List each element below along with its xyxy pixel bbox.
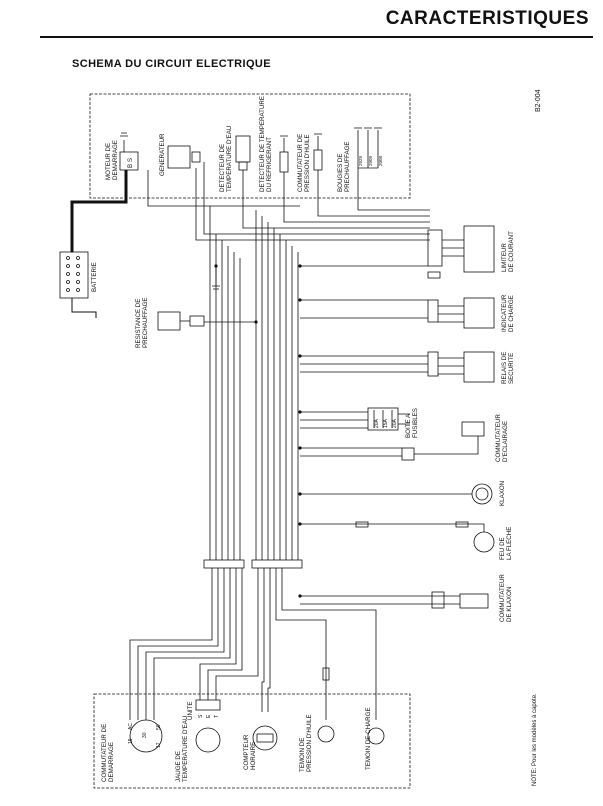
- ref-code: B2-004: [535, 89, 542, 112]
- label-starter-2: DEMARRAGE: [112, 140, 119, 180]
- label-resistance-1: RESISTANCE DE: [135, 299, 142, 348]
- junction-dots: [214, 264, 302, 598]
- label-glow-plugs-1: BOUGIES DE: [337, 153, 344, 192]
- label-charge-lamp: TEMOIN DE CHARGE: [365, 707, 372, 770]
- label-water-detector-1: DETECTEUR DE: [219, 144, 226, 192]
- dash-panel-box: [93, 693, 411, 789]
- coolant-temp-detector: [279, 151, 289, 173]
- oil-warning-lamp: [317, 725, 335, 743]
- label-hour-meter-1: COMPTEUR: [243, 734, 250, 770]
- label-relay-2: SECURITE: [508, 353, 515, 384]
- battery: [59, 251, 89, 299]
- glow-resistance: [157, 311, 181, 331]
- battery-cable: [70, 170, 128, 252]
- label-limiter-1: LIMITEUR: [501, 243, 508, 272]
- horn-switch: [459, 593, 489, 609]
- current-limiter: [463, 225, 495, 273]
- label-fuse-rating-3: 20A: [392, 418, 398, 428]
- label-starter-terminals: B S: [127, 158, 134, 168]
- ground-cable: [71, 298, 97, 318]
- label-gauge-pin-t: T: [214, 715, 220, 718]
- label-oil-lamp-2: PRESSION D'HUILE: [306, 714, 313, 772]
- label-water-detector-2: TEMPERATURE D'EAU: [226, 126, 233, 192]
- charge-warning-lamp: [367, 727, 385, 745]
- title-rule: [40, 36, 593, 38]
- charge-indicator: [463, 297, 495, 329]
- water-temp-detector: [235, 135, 251, 163]
- water-temp-gauge: [195, 727, 221, 753]
- label-arrow-light-1: FEU DE: [499, 537, 506, 560]
- battery-cells: [66, 256, 80, 292]
- page-title: CARACTERISTIQUES: [385, 8, 589, 29]
- label-coolant-detector-2: DU REFRIGERANT: [266, 137, 273, 192]
- label-gauge-pin-s: S: [198, 714, 204, 718]
- label-ign-pin-17: 17: [156, 742, 162, 748]
- label-glow-mark-3: 2008: [378, 155, 383, 166]
- label-starter-1: MOTEUR DE: [105, 143, 112, 180]
- safety-relay: [463, 351, 495, 383]
- label-battery: BATTERIE: [91, 262, 98, 292]
- label-horn-switch-1: COMMUTATEUR: [499, 574, 506, 622]
- label-resistance-2: PRECHAUFFAGE: [142, 297, 149, 348]
- label-fuse-2: FUSIBLES: [412, 408, 419, 438]
- horn: [471, 483, 493, 505]
- label-oil-switch-2: PRESSION D'HUILE: [304, 134, 311, 192]
- label-light-switch-2: D'ECLAIRAGE: [502, 421, 509, 462]
- label-ignition-1: COMMUTATEUR DE: [101, 724, 108, 782]
- label-indicator-2: DE CHARGE: [508, 295, 515, 332]
- label-glow-plugs-2: PRECHAUFFAGE: [344, 141, 351, 192]
- connector-right: [251, 559, 303, 569]
- label-indicator-1: INDICATEUR: [501, 294, 508, 332]
- label-gauge-pin-e: E: [206, 714, 212, 718]
- label-gauge-2: TEMPERATURE D'EAU: [182, 716, 189, 782]
- generator: [167, 145, 191, 169]
- label-ignition-2: DEMARRAGE: [108, 742, 115, 782]
- hour-meter: [252, 725, 278, 751]
- label-glow-mark-2: 2909: [368, 155, 373, 166]
- label-coolant-detector-1: DETECTEUR DE TEMPERATURE: [259, 96, 266, 192]
- connector-left: [203, 559, 245, 569]
- engine-box: [89, 93, 411, 199]
- label-limiter-2: DE COURANT: [508, 231, 515, 272]
- label-horn: KLAXON: [499, 481, 506, 506]
- starter-motor: [119, 151, 139, 171]
- label-light-switch-1: COMMUTATEUR: [495, 414, 502, 462]
- glow-plugs: [354, 127, 382, 169]
- label-ign-pin-19: 19: [128, 738, 134, 744]
- footnote: NOTE: Pour les modèles à capote.: [532, 693, 538, 786]
- label-relay-1: RELAIS DE: [501, 352, 508, 384]
- ignition-switch: [129, 719, 163, 753]
- label-oil-switch-1: COMMUTATEUR DE: [297, 134, 304, 192]
- light-switch: [461, 421, 485, 437]
- label-gauge-1: JAUGE DE: [175, 751, 182, 782]
- label-unite: UNITE: [187, 701, 194, 720]
- label-fuse-rating-1: 20A: [374, 418, 380, 428]
- label-hour-meter-2: HORAIRE: [250, 742, 257, 770]
- label-ign-pin-ac: AC: [128, 723, 134, 730]
- label-generator: GENERATEUR: [159, 133, 166, 176]
- arrow-light: [473, 531, 495, 553]
- diagram-subtitle: SCHEMA DU CIRCUIT ELECTRIQUE: [72, 58, 272, 70]
- label-arrow-light-2: LA FLECHE: [506, 527, 513, 560]
- label-glow-mark-1: 2929: [358, 155, 363, 166]
- label-oil-lamp-1: TEMOIN DE: [299, 738, 306, 772]
- label-ign-pin-30: 30: [142, 732, 148, 738]
- label-fuse-1: BOITE A: [405, 413, 412, 438]
- oil-pressure-switch: [313, 149, 323, 171]
- fuse-box: [367, 407, 399, 431]
- label-ign-pin-50: 50: [156, 724, 162, 730]
- label-fuse-rating-2: 15A: [383, 418, 389, 428]
- label-horn-switch-2: DE KLAXON: [506, 587, 513, 622]
